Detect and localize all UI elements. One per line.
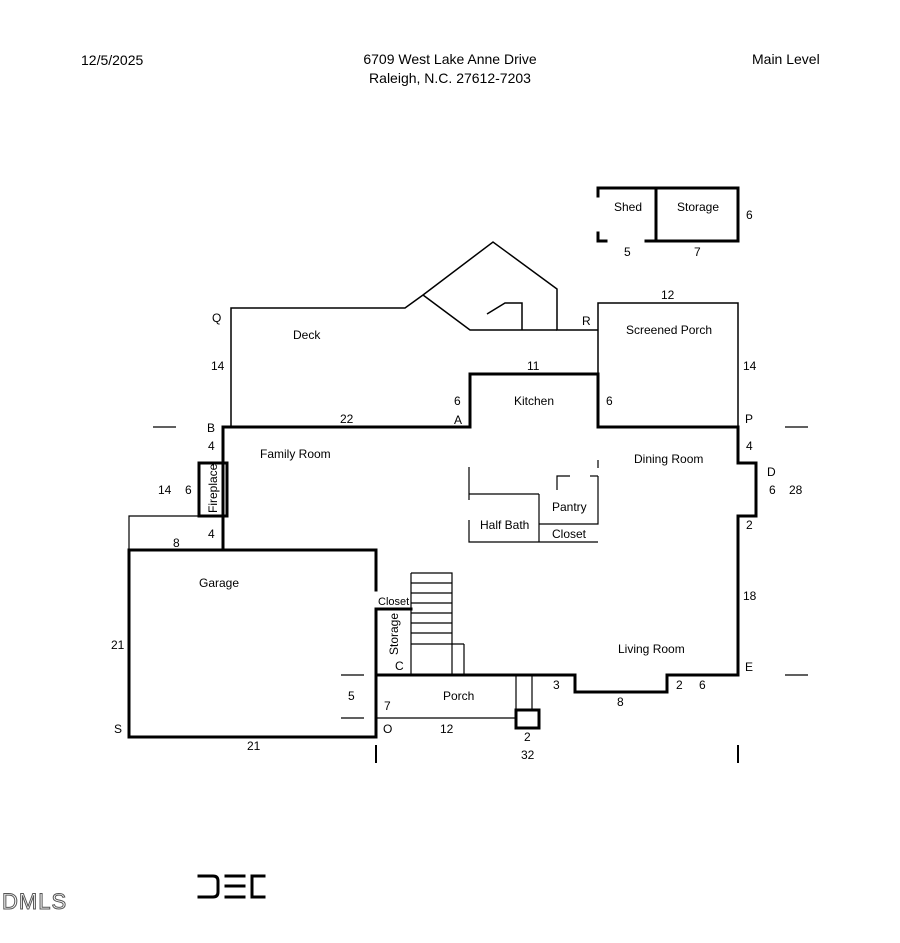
point-p: P: [745, 412, 753, 426]
dim-d-below: 2: [746, 518, 753, 532]
logo-dec: [197, 874, 266, 899]
point-r: R: [582, 314, 591, 328]
logo-dmls: DMLS: [2, 889, 67, 915]
point-markers: Q R B A P D E C O S: [114, 311, 776, 736]
room-label-pantry: Pantry: [552, 500, 587, 514]
deck-outline: [230, 241, 598, 427]
address-line-2: Raleigh, N.C. 27612-7203: [369, 70, 531, 86]
point-d: D: [767, 465, 776, 479]
dim-shed-width: 5: [624, 245, 631, 259]
room-label-living-room: Living Room: [618, 642, 685, 656]
dimension-labels: 5 7 6 12 14 14 22 11 6 6 4 6 28 2 18 4 1…: [111, 208, 803, 762]
dim-outbuilding-height: 6: [746, 208, 753, 222]
room-label-storage-stair: Storage: [387, 613, 401, 655]
dim-front-6: 6: [699, 678, 706, 692]
dim-front-2: 2: [676, 678, 683, 692]
address-line-1: 6709 West Lake Anne Drive: [363, 51, 537, 67]
room-label-dining-room: Dining Room: [634, 452, 703, 466]
dim-living-right: 18: [743, 589, 757, 603]
point-c: C: [395, 659, 404, 673]
logo-dmls-text: DMLS: [2, 889, 67, 914]
outbuilding: [596, 186, 740, 243]
dim-kitchen-width: 11: [527, 359, 540, 373]
room-label-storage-outbuilding: Storage: [677, 200, 719, 214]
room-label-closet-hall: Closet: [552, 527, 587, 541]
auxiliary-lines: [128, 426, 808, 763]
room-label-half-bath: Half Bath: [480, 518, 529, 532]
dim-b-to-fireplace: 4: [208, 439, 215, 453]
room-label-screened-porch: Screened Porch: [626, 323, 712, 337]
room-label-fireplace: Fireplace: [206, 463, 220, 513]
point-q: Q: [212, 311, 221, 325]
dim-fireplace-below: 4: [208, 527, 215, 541]
dim-porch-width: 12: [440, 722, 454, 736]
dim-right-total: 28: [789, 483, 803, 497]
plan-level: Main Level: [752, 51, 820, 67]
dim-front-3: 3: [553, 678, 560, 692]
dim-p-to-d: 4: [746, 439, 753, 453]
dim-screened-height: 14: [743, 359, 757, 373]
point-b: B: [207, 421, 215, 435]
dim-storage-width: 7: [694, 245, 701, 259]
screened-porch-outline: [597, 302, 739, 427]
plan-date: 12/5/2025: [81, 52, 144, 68]
dim-garage-width: 21: [247, 739, 261, 753]
dim-deck-width: 22: [340, 412, 354, 426]
plan-address: 6709 West Lake Anne Drive Raleigh, N.C. …: [0, 50, 900, 88]
dim-kitchen-right: 6: [606, 394, 613, 408]
room-label-deck: Deck: [293, 328, 321, 342]
dim-porch-depth: 5: [348, 689, 355, 703]
room-label-shed: Shed: [614, 200, 642, 214]
point-s: S: [114, 722, 122, 736]
dim-d-bay: 6: [769, 483, 776, 497]
dim-fireplace-depth: 6: [185, 483, 192, 497]
dim-bay-8: 8: [617, 695, 624, 709]
dim-screened-width: 12: [661, 288, 675, 302]
dim-deck-height: 14: [211, 359, 225, 373]
point-e: E: [745, 660, 753, 674]
dim-box-2: 2: [524, 730, 531, 744]
room-label-family-room: Family Room: [260, 447, 331, 461]
dim-front-total: 32: [521, 748, 535, 762]
room-label-garage: Garage: [199, 576, 239, 590]
room-label-closet-garage: Closet: [378, 596, 409, 608]
dim-porch-c-to-o: 7: [384, 699, 391, 713]
dim-garage-height: 21: [111, 638, 125, 652]
dim-garage-jog: 8: [173, 536, 180, 550]
room-label-porch: Porch: [443, 689, 474, 703]
dim-left-total: 14: [158, 483, 172, 497]
main-walls: [127, 372, 758, 739]
room-label-kitchen: Kitchen: [514, 394, 554, 408]
point-o: O: [383, 722, 392, 736]
room-labels: Shed Storage Deck Screened Porch Kitchen…: [199, 200, 719, 703]
dim-kitchen-left: 6: [454, 394, 461, 408]
point-a: A: [454, 413, 462, 427]
interior-walls: [376, 460, 599, 675]
